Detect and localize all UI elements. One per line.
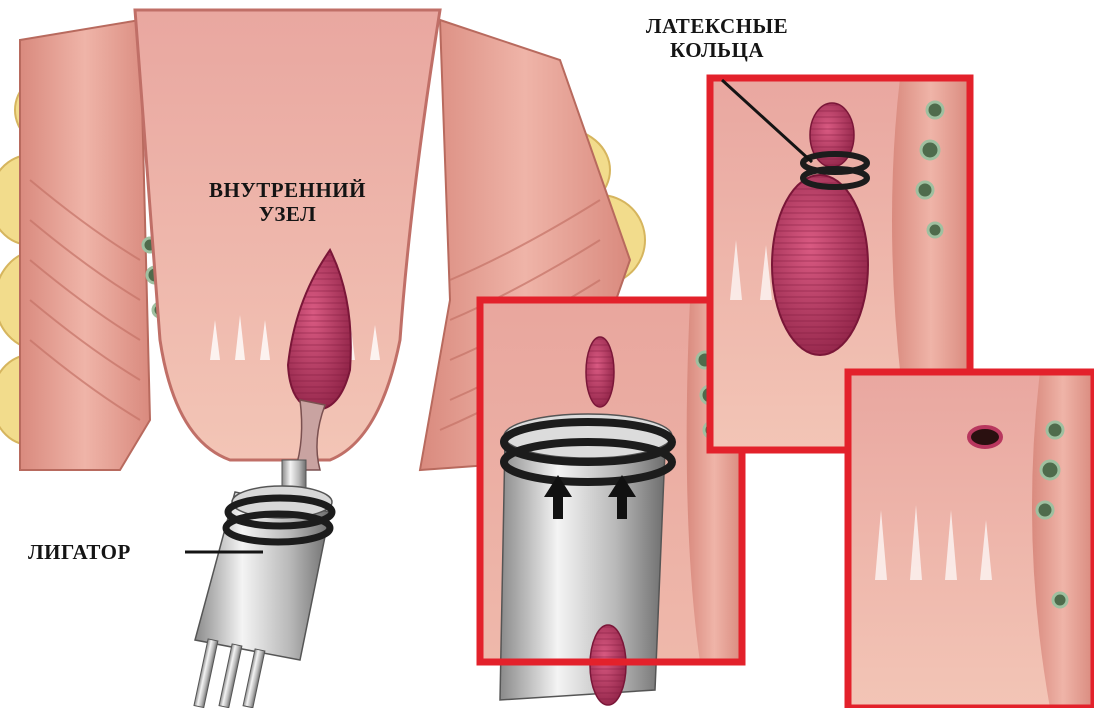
internal-node-label-line2: УЗЕЛ <box>180 202 395 226</box>
ligator-label-text: ЛИГАТОР <box>28 540 131 564</box>
ligator-label: ЛИГАТОР <box>28 540 131 564</box>
inset-result <box>848 372 1094 708</box>
latex-rings-label-line1: ЛАТЕКСНЫЕ <box>612 14 822 38</box>
latex-rings-label-line2: КОЛЬЦА <box>612 38 822 62</box>
internal-node-label: ВНУТРЕННИЙ УЗЕЛ <box>180 178 395 226</box>
ligator-device <box>194 460 332 708</box>
inset-suction <box>480 300 742 705</box>
latex-rings-label: ЛАТЕКСНЫЕ КОЛЬЦА <box>612 14 822 62</box>
internal-node-label-line1: ВНУТРЕННИЙ <box>180 178 395 202</box>
